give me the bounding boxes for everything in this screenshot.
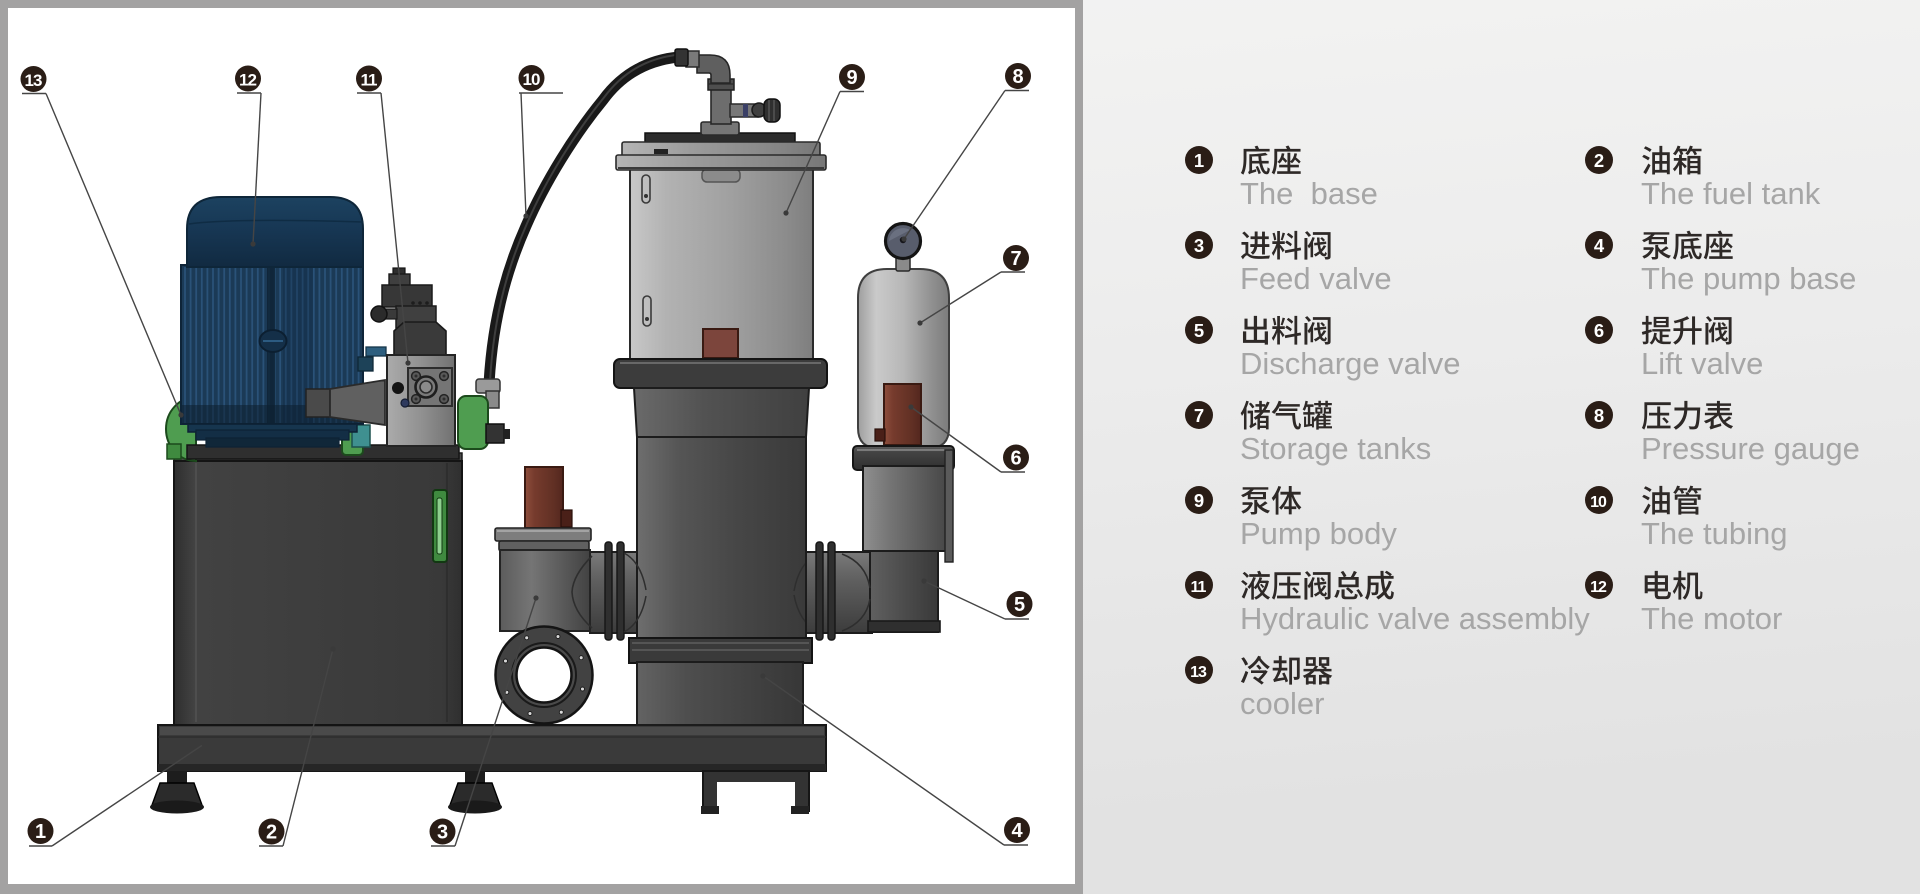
svg-text:The tubing: The tubing — [1641, 516, 1788, 551]
svg-text:8: 8 — [1594, 405, 1604, 426]
svg-text:13: 13 — [25, 71, 42, 90]
svg-text:4: 4 — [1011, 820, 1023, 842]
svg-text:7: 7 — [1194, 405, 1204, 426]
svg-text:9: 9 — [846, 67, 857, 89]
svg-text:1: 1 — [1194, 150, 1204, 171]
svg-text:The fuel tank: The fuel tank — [1641, 176, 1821, 211]
svg-text:6: 6 — [1010, 448, 1021, 470]
svg-text:10: 10 — [1590, 494, 1607, 511]
svg-text:4: 4 — [1594, 235, 1605, 256]
svg-text:cooler: cooler — [1240, 686, 1324, 721]
svg-text:Pressure gauge: Pressure gauge — [1641, 431, 1860, 466]
svg-text:12: 12 — [239, 71, 256, 90]
svg-text:2: 2 — [1594, 150, 1604, 171]
svg-text:7: 7 — [1010, 248, 1021, 270]
svg-text:Storage tanks: Storage tanks — [1240, 431, 1431, 466]
svg-text:11: 11 — [361, 71, 378, 90]
svg-text:Lift valve: Lift valve — [1641, 346, 1763, 381]
svg-text:12: 12 — [1590, 579, 1607, 596]
svg-text:9: 9 — [1194, 490, 1204, 511]
svg-text:2: 2 — [266, 822, 277, 844]
svg-text:Hydraulic valve assembly: Hydraulic valve assembly — [1240, 601, 1590, 636]
svg-text:3: 3 — [437, 822, 448, 844]
svg-text:11: 11 — [1191, 579, 1207, 596]
svg-text:Feed valve: Feed valve — [1240, 261, 1392, 296]
svg-text:13: 13 — [1190, 664, 1207, 681]
svg-text:5: 5 — [1194, 320, 1204, 341]
svg-text:1: 1 — [35, 821, 46, 843]
svg-text:Pump body: Pump body — [1240, 516, 1397, 551]
svg-text:3: 3 — [1194, 235, 1204, 256]
svg-text:Discharge valve: Discharge valve — [1240, 346, 1461, 381]
svg-text:The pump base: The pump base — [1641, 261, 1856, 296]
svg-text:10: 10 — [523, 70, 540, 89]
svg-text:8: 8 — [1012, 66, 1023, 88]
svg-text:5: 5 — [1014, 594, 1025, 616]
svg-text:The base: The base — [1240, 176, 1378, 211]
svg-text:The motor: The motor — [1641, 601, 1782, 636]
svg-text:6: 6 — [1594, 320, 1604, 341]
